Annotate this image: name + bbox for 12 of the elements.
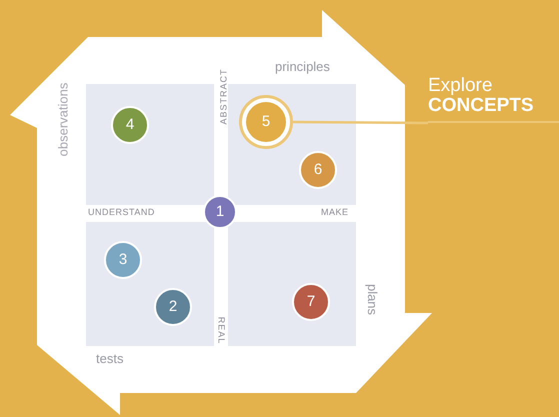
axis-label: REAL [216, 316, 226, 344]
axis-label: ABSTRACT [220, 68, 228, 124]
axis-label: observations [56, 82, 70, 156]
leader-line [293, 120, 428, 124]
callout-text [428, 76, 559, 123]
axis-label: plans [366, 284, 380, 316]
callout-heading: Explore [428, 76, 494, 96]
axis-label: UNDERSTAND [88, 208, 155, 217]
axis-label: principles [275, 60, 330, 73]
axis-label: tests [96, 352, 124, 365]
callout-heading: CONCEPTS [428, 96, 535, 116]
axis-label: MAKE [321, 208, 349, 217]
